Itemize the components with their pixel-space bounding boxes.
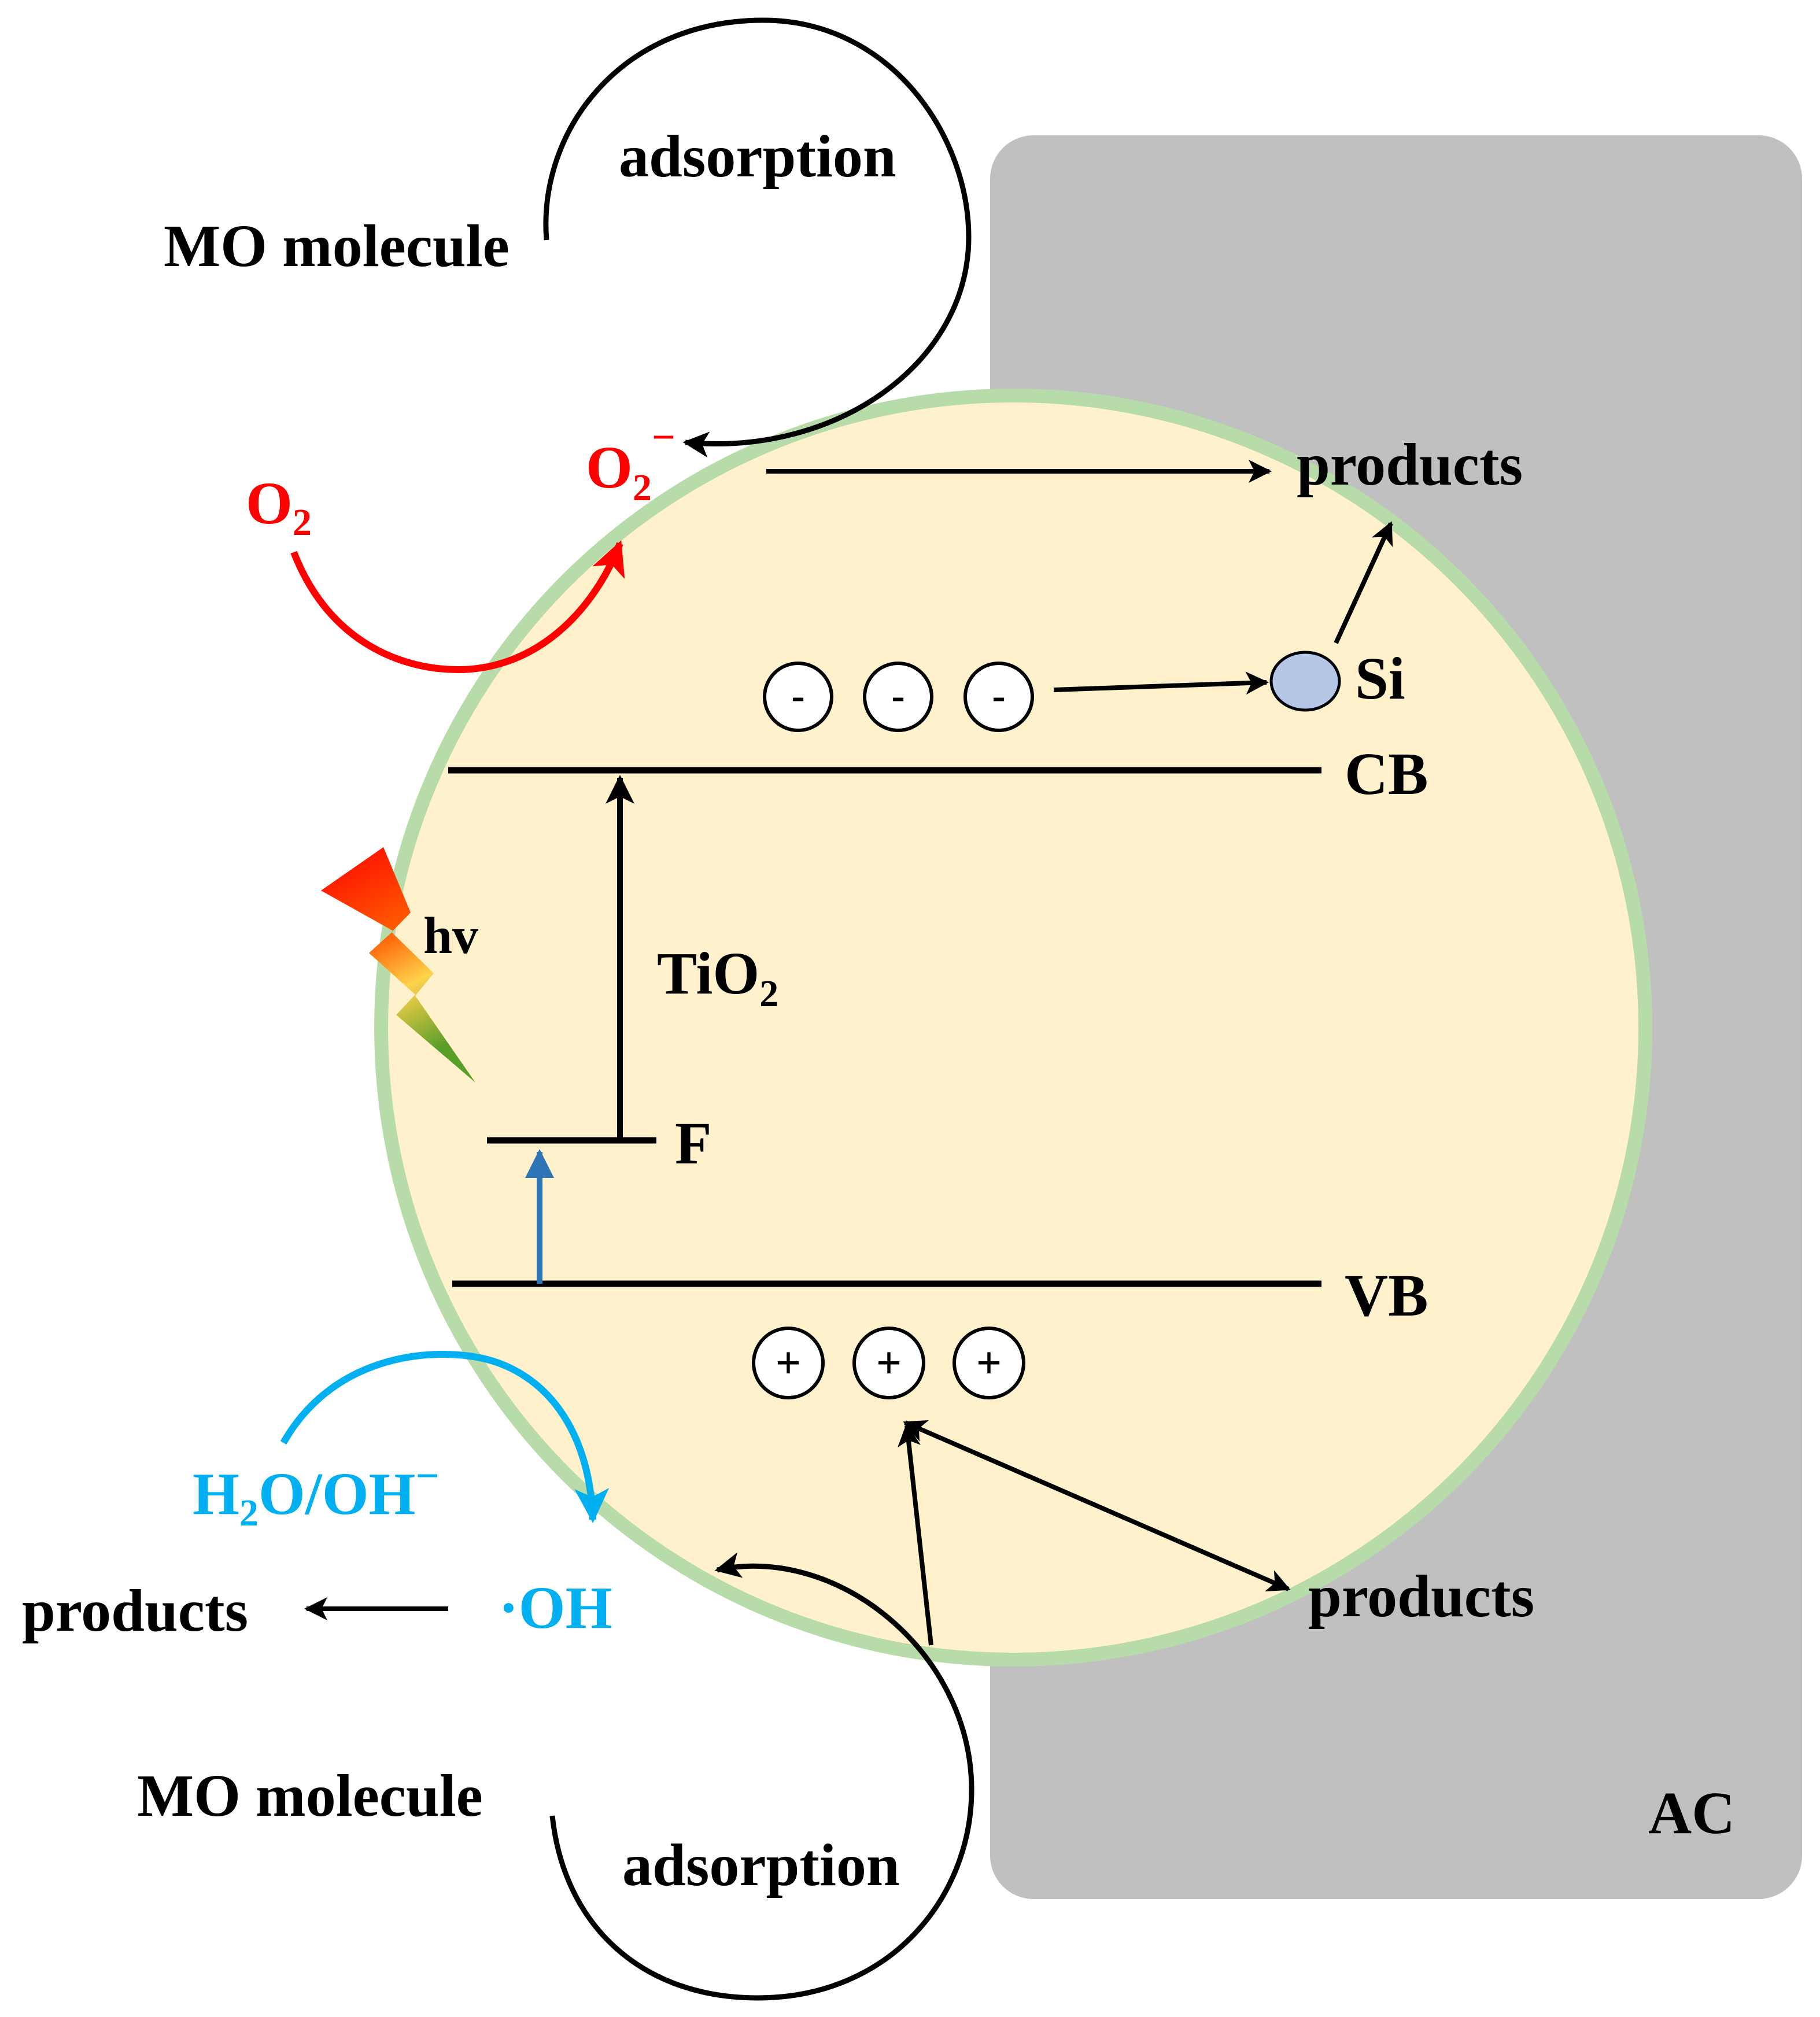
o2-radical-text: O [586, 434, 633, 501]
lightning-bolt-icon [321, 847, 475, 1083]
hole-to-products-arrow [903, 1420, 1291, 1592]
electron-sign: - [891, 674, 905, 718]
h2o-h: H [193, 1461, 239, 1527]
cb-label: CB [1345, 741, 1428, 807]
h2o-superscript: − [415, 1453, 439, 1499]
h2o-subscript: 2 [239, 1492, 259, 1534]
ac-label: AC [1648, 1780, 1735, 1846]
f-label: F [675, 1110, 712, 1177]
adsorption-to-hole-arrow [898, 1423, 933, 1646]
o2-label-text: O [246, 470, 293, 537]
adsorption-label-top: adsorption [619, 123, 896, 190]
tio2-particle [374, 389, 1652, 1667]
h2o-oh-label: H2O/OH− [193, 1453, 440, 1534]
hole-group: + + + [752, 1327, 1025, 1399]
electron [763, 662, 833, 732]
products-label-right: products [1308, 1563, 1534, 1630]
si-to-products-arrow [1334, 521, 1393, 644]
hole [852, 1327, 925, 1399]
o2-radical-subscript: 2 [633, 467, 652, 509]
o2-radical-superscript: − [652, 414, 675, 460]
o2-label-subscript: 2 [293, 501, 312, 544]
mo-molecule-label-bottom: MO molecule [137, 1763, 483, 1829]
products-label-left: products [22, 1578, 248, 1644]
electron-sign: - [992, 674, 1005, 718]
oh-radical-label: ·OH [499, 1575, 612, 1641]
vb-label: VB [1345, 1262, 1428, 1329]
hv-label: hv [423, 907, 478, 965]
h2o-rest: O/OH [259, 1461, 416, 1527]
hole-sign: + [976, 1338, 1002, 1388]
electron [863, 662, 933, 732]
electron-group: - - - [763, 662, 1034, 732]
electron-sign: - [791, 674, 804, 718]
tio2-subscript: 2 [759, 973, 778, 1015]
o2-radical-label: O2− [586, 414, 675, 509]
hole-sign: + [776, 1338, 801, 1388]
mo-molecule-label-top: MO molecule [164, 213, 510, 279]
top-adsorption-loop [543, 17, 972, 458]
tio2-text: TiO [657, 940, 759, 1007]
tio2-label: TiO2 [657, 940, 778, 1015]
hole [953, 1327, 1025, 1399]
hole-sign: + [876, 1338, 902, 1388]
si-label: Si [1355, 645, 1405, 712]
hole [752, 1327, 825, 1399]
o2-label: O2 [246, 470, 312, 544]
si-dot [1269, 651, 1341, 712]
bottom-adsorption-loop [549, 1552, 974, 2001]
adsorption-label-bottom: adsorption [622, 1832, 900, 1898]
electron [963, 662, 1034, 732]
electron-to-si-arrow [1053, 671, 1269, 695]
water-oxidation-arrow [280, 1351, 610, 1523]
products-label-top: products [1297, 431, 1523, 498]
o2-reduction-arrow [290, 540, 625, 674]
